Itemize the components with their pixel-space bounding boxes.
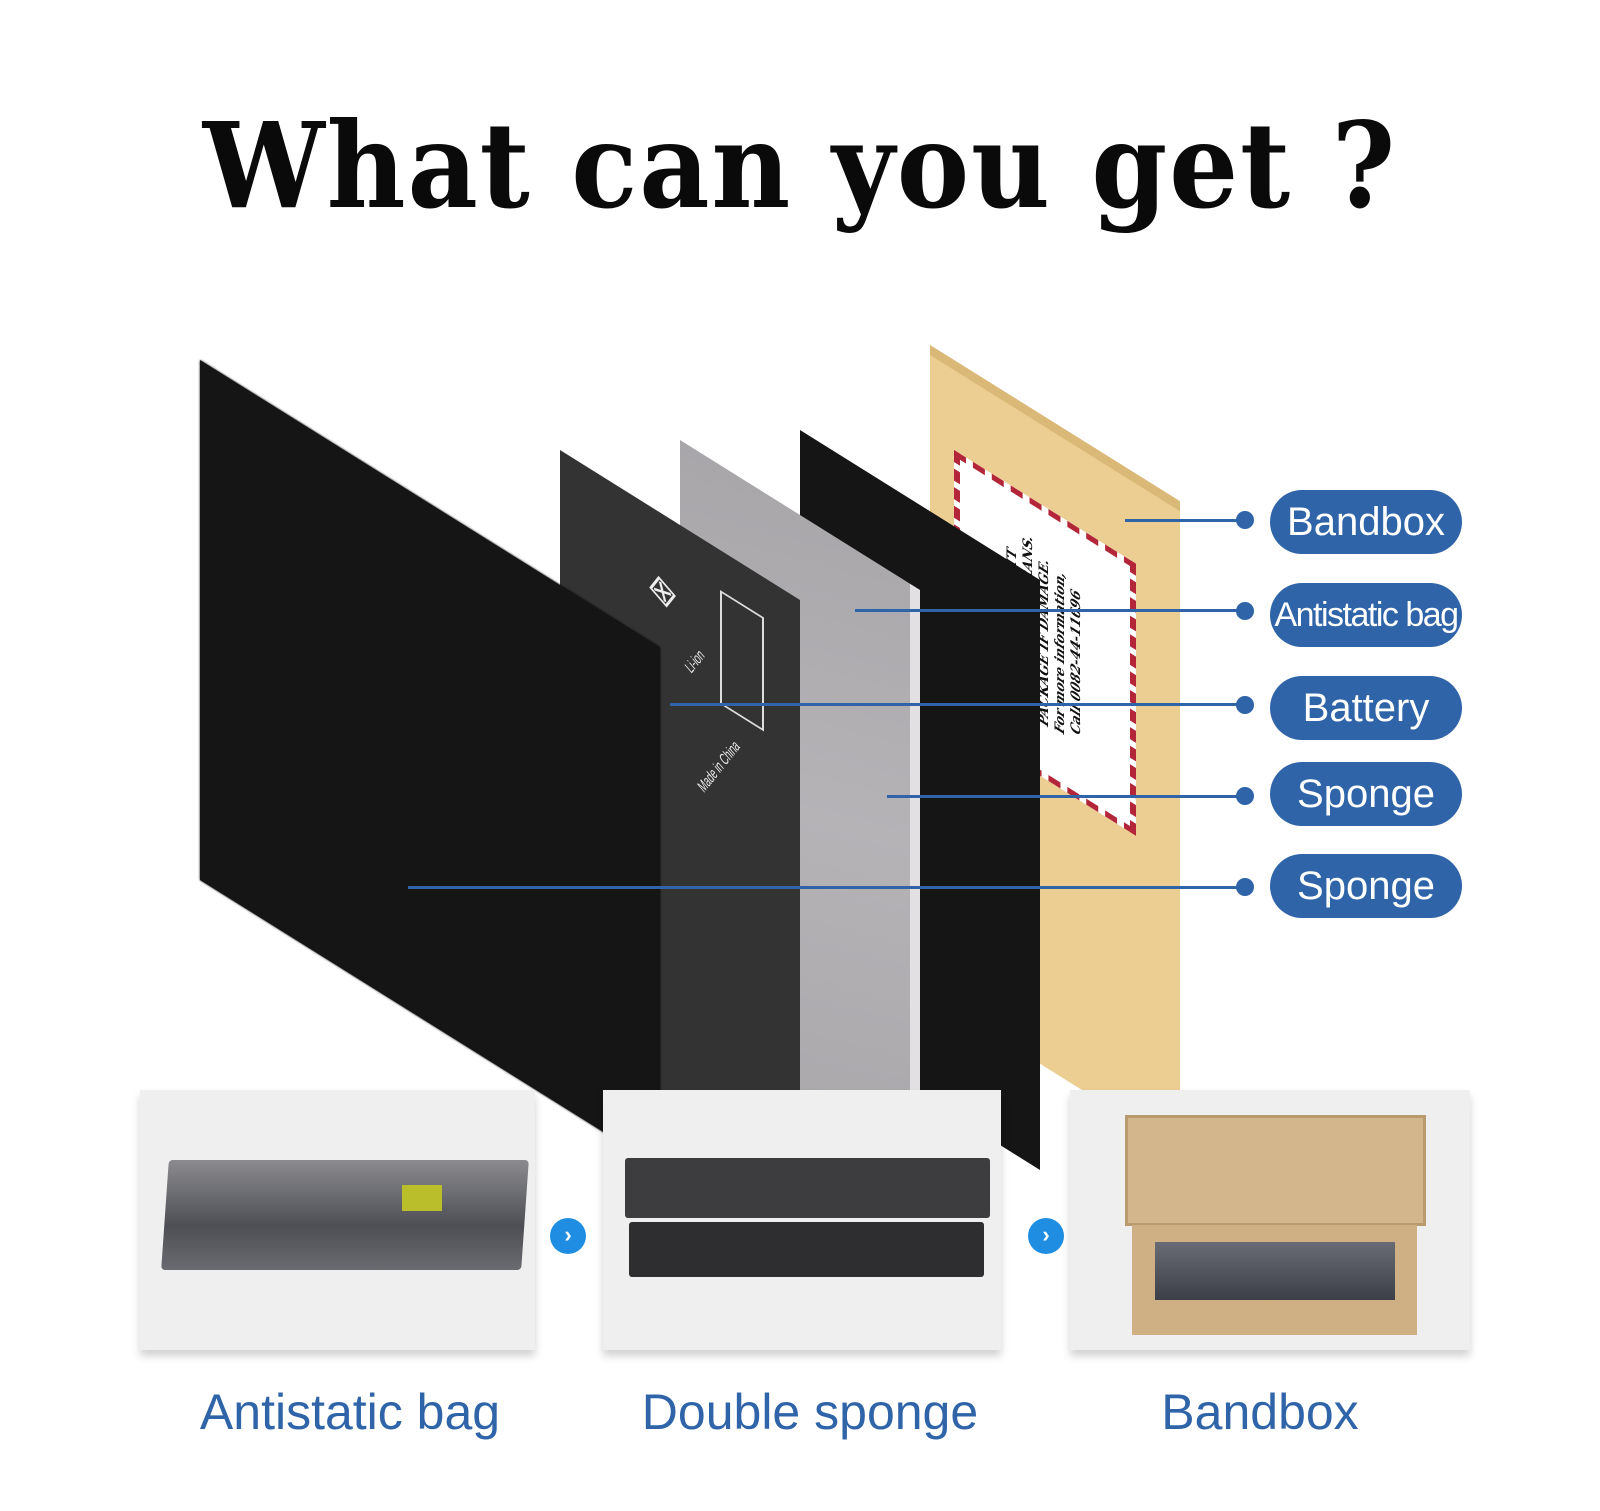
callout-dot bbox=[1236, 878, 1254, 896]
bagged-battery-image bbox=[1155, 1242, 1395, 1300]
recycle-bin-crossed-icon: ⊠ bbox=[642, 567, 684, 616]
made-in-china-text: Made in China bbox=[694, 736, 744, 797]
step-caption-bandbox: Bandbox bbox=[1161, 1384, 1359, 1440]
callout-line-bandbox bbox=[1125, 519, 1245, 522]
chevron-right-circle-icon: › bbox=[1028, 1218, 1064, 1254]
top-sponge-image bbox=[625, 1158, 990, 1218]
box-lid-image bbox=[1125, 1115, 1426, 1226]
callout-line-battery bbox=[670, 703, 1245, 706]
exploded-package-diagram: LITHIUM ION BATT DO NOT LOAD OR TRANS. P… bbox=[200, 345, 1254, 1220]
callout-dot bbox=[1236, 787, 1254, 805]
callout-dot bbox=[1236, 511, 1254, 529]
battery-label-box bbox=[720, 589, 764, 732]
step-caption-antistatic-bag: Antistatic bag bbox=[199, 1384, 501, 1440]
callout-line-sponge-back bbox=[887, 795, 1245, 798]
esd-sticker bbox=[402, 1185, 442, 1211]
li-ion-mark: Li-ion bbox=[681, 645, 708, 677]
callout-dot bbox=[1236, 696, 1254, 714]
chevron-right-circle-icon: › bbox=[550, 1218, 586, 1254]
callout-pill-sponge: Sponge bbox=[1270, 854, 1462, 918]
step-caption-double-sponge: Double sponge bbox=[641, 1384, 979, 1440]
callout-pill-antistatic-bag: Antistatic bag bbox=[1270, 583, 1462, 647]
bottom-sponge-image bbox=[629, 1222, 984, 1277]
photo-double-sponge bbox=[603, 1090, 1001, 1350]
antistatic-bag-image bbox=[161, 1160, 529, 1270]
callout-dot bbox=[1236, 602, 1254, 620]
callout-pill-sponge: Sponge bbox=[1270, 762, 1462, 826]
callout-line-antistatic bbox=[855, 609, 1245, 612]
photo-bandbox bbox=[1070, 1090, 1470, 1350]
callout-pill-battery: Battery bbox=[1270, 676, 1462, 740]
callout-pill-bandbox: Bandbox bbox=[1270, 490, 1462, 554]
callout-line-sponge-front bbox=[408, 886, 1245, 889]
page-title: What can you get ? bbox=[202, 96, 1398, 235]
photo-antistatic-bag bbox=[140, 1090, 535, 1350]
